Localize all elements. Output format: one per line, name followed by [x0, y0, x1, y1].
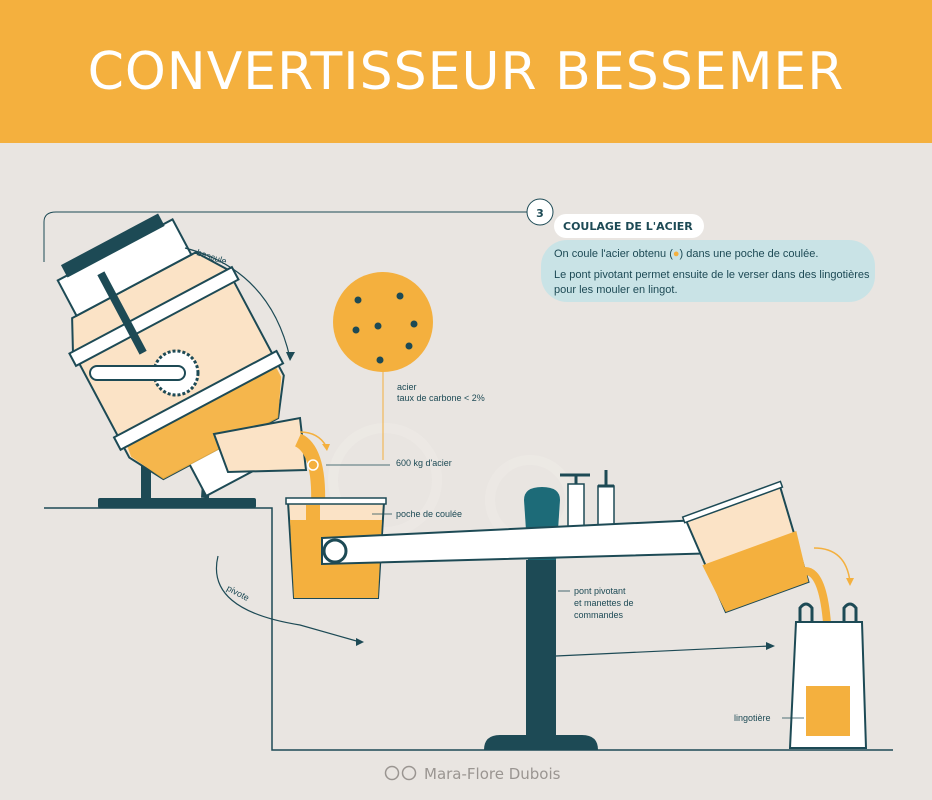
info-text-line2: Le pont pivotant permet ensuite de le ve… [554, 269, 870, 281]
pour-direction-arrow [299, 431, 327, 447]
creative-commons-icon [384, 765, 417, 781]
pivote-arrow-right [555, 645, 771, 657]
pour-arrowhead [322, 444, 330, 451]
step-number-badge: 3 [526, 198, 554, 226]
lingotiere-label: lingotière [734, 713, 771, 723]
steel-composition-circle [333, 272, 433, 460]
converter-pour-stream [294, 433, 326, 506]
page-title: CONVERTISSEUR BESSEMER [87, 41, 845, 102]
quantity-label: 600 kg d'acier [396, 458, 452, 468]
poche-label: poche de coulée [396, 509, 462, 519]
pont-label-line2: et manettes de [574, 598, 634, 608]
pivote-arrowhead-2 [766, 642, 775, 650]
lever-arm [97, 271, 147, 355]
pivot-arm [89, 365, 186, 381]
step-number: 3 [536, 207, 544, 220]
title-banner: CONVERTISSEUR BESSEMER [0, 0, 932, 143]
control-levers[interactable] [560, 470, 615, 531]
pivote-label: pivote [225, 583, 251, 603]
acier-label: acier [397, 382, 417, 392]
ingot-mold [788, 602, 868, 749]
stream-point-marker [307, 459, 319, 471]
mold-pour-arrow [813, 547, 851, 583]
converter-spout [212, 416, 308, 474]
info-bubble [541, 240, 875, 302]
info-text-line3: pour les mouler en lingot. [554, 284, 678, 296]
info-text-line1-b: ) dans une poche de coulée. [680, 248, 819, 260]
ladle-right [681, 480, 810, 614]
bessemer-diagram: 3 COULAGE DE L'ACIER On coule l'acier ob… [43, 198, 893, 783]
carbone-label: taux de carbone < 2% [397, 393, 485, 403]
step-title-tag [554, 214, 704, 238]
bascule-arrowhead [286, 352, 295, 361]
mold-pour-arrowhead [846, 578, 854, 586]
credit: Mara-Flore Dubois [384, 765, 561, 783]
pont-label-line1: pont pivotant [574, 586, 626, 596]
steel-dot-marker: ● [673, 248, 680, 260]
credit-name: Mara-Flore Dubois [424, 765, 561, 783]
pivote-arrow [215, 555, 361, 643]
step-title: COULAGE DE L'ACIER [563, 220, 693, 233]
step-bracket-line [43, 211, 528, 262]
pivote-arrowhead-1 [356, 638, 364, 646]
info-text-line1-a: On coule l'acier obtenu ( [554, 248, 673, 260]
bascule-arrow [184, 247, 291, 359]
pont-label-line3: commandes [574, 610, 624, 620]
info-text-line1: On coule l'acier obtenu (●) dans une poc… [554, 248, 818, 260]
